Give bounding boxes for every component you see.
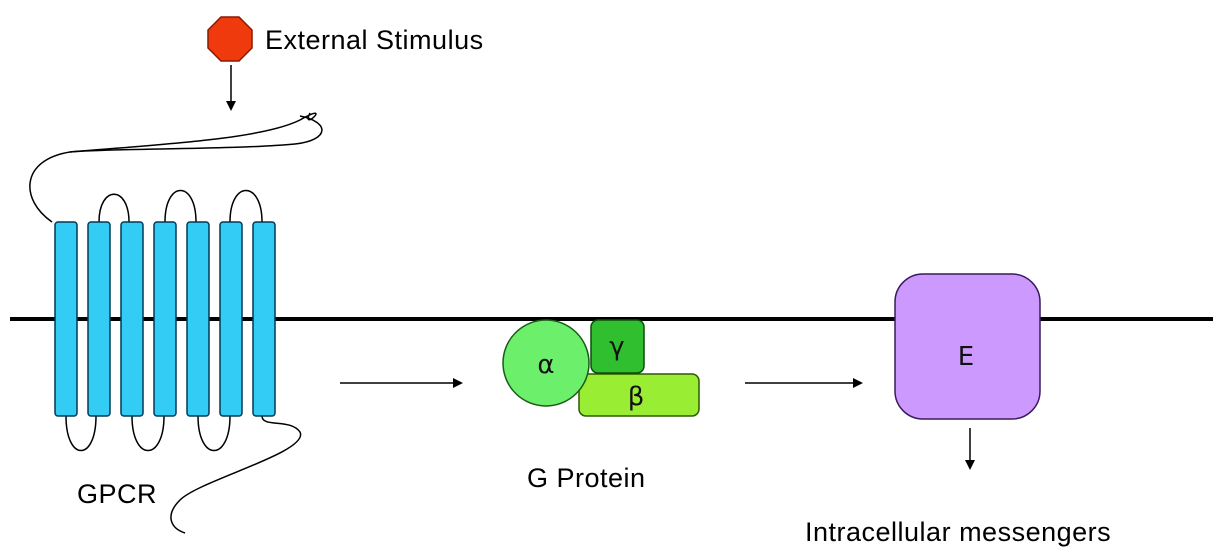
stimulus-label: External Stimulus [265, 25, 484, 55]
gpcr-to-gprotein-arrow [340, 378, 463, 388]
helix-4 [153, 221, 177, 417]
extracellular-loops [98, 190, 263, 223]
helix-7 [252, 221, 276, 417]
helix-1 [54, 221, 78, 417]
messengers-label: Intracellular messengers [805, 517, 1112, 547]
n-terminal-tail-end [69, 115, 323, 153]
helix-5 [186, 221, 210, 417]
n-terminal-tail [29, 112, 317, 223]
helix-2 [87, 221, 111, 417]
helix-3 [120, 221, 144, 417]
alpha-subunit [502, 319, 590, 407]
stop-sign-icon [207, 16, 253, 62]
beta-subunit [578, 373, 700, 417]
c-terminal-tail [170, 415, 302, 534]
beta-symbol: β [628, 382, 645, 412]
gpcr-label: GPCR [77, 479, 158, 509]
helix-6 [219, 221, 243, 417]
stimulus-arrow [226, 65, 236, 111]
gamma-subunit [590, 319, 645, 374]
effector-enzyme [894, 273, 1041, 420]
gprotein-to-effector-arrow [745, 378, 863, 388]
intracellular-loops [65, 415, 231, 452]
effector-symbol: E [958, 342, 974, 372]
gamma-symbol: γ [609, 332, 624, 362]
transmembrane-helices [54, 221, 276, 417]
effector-output-arrow [965, 428, 975, 470]
g-protein-label: G Protein [527, 463, 646, 493]
alpha-symbol: α [537, 350, 554, 380]
